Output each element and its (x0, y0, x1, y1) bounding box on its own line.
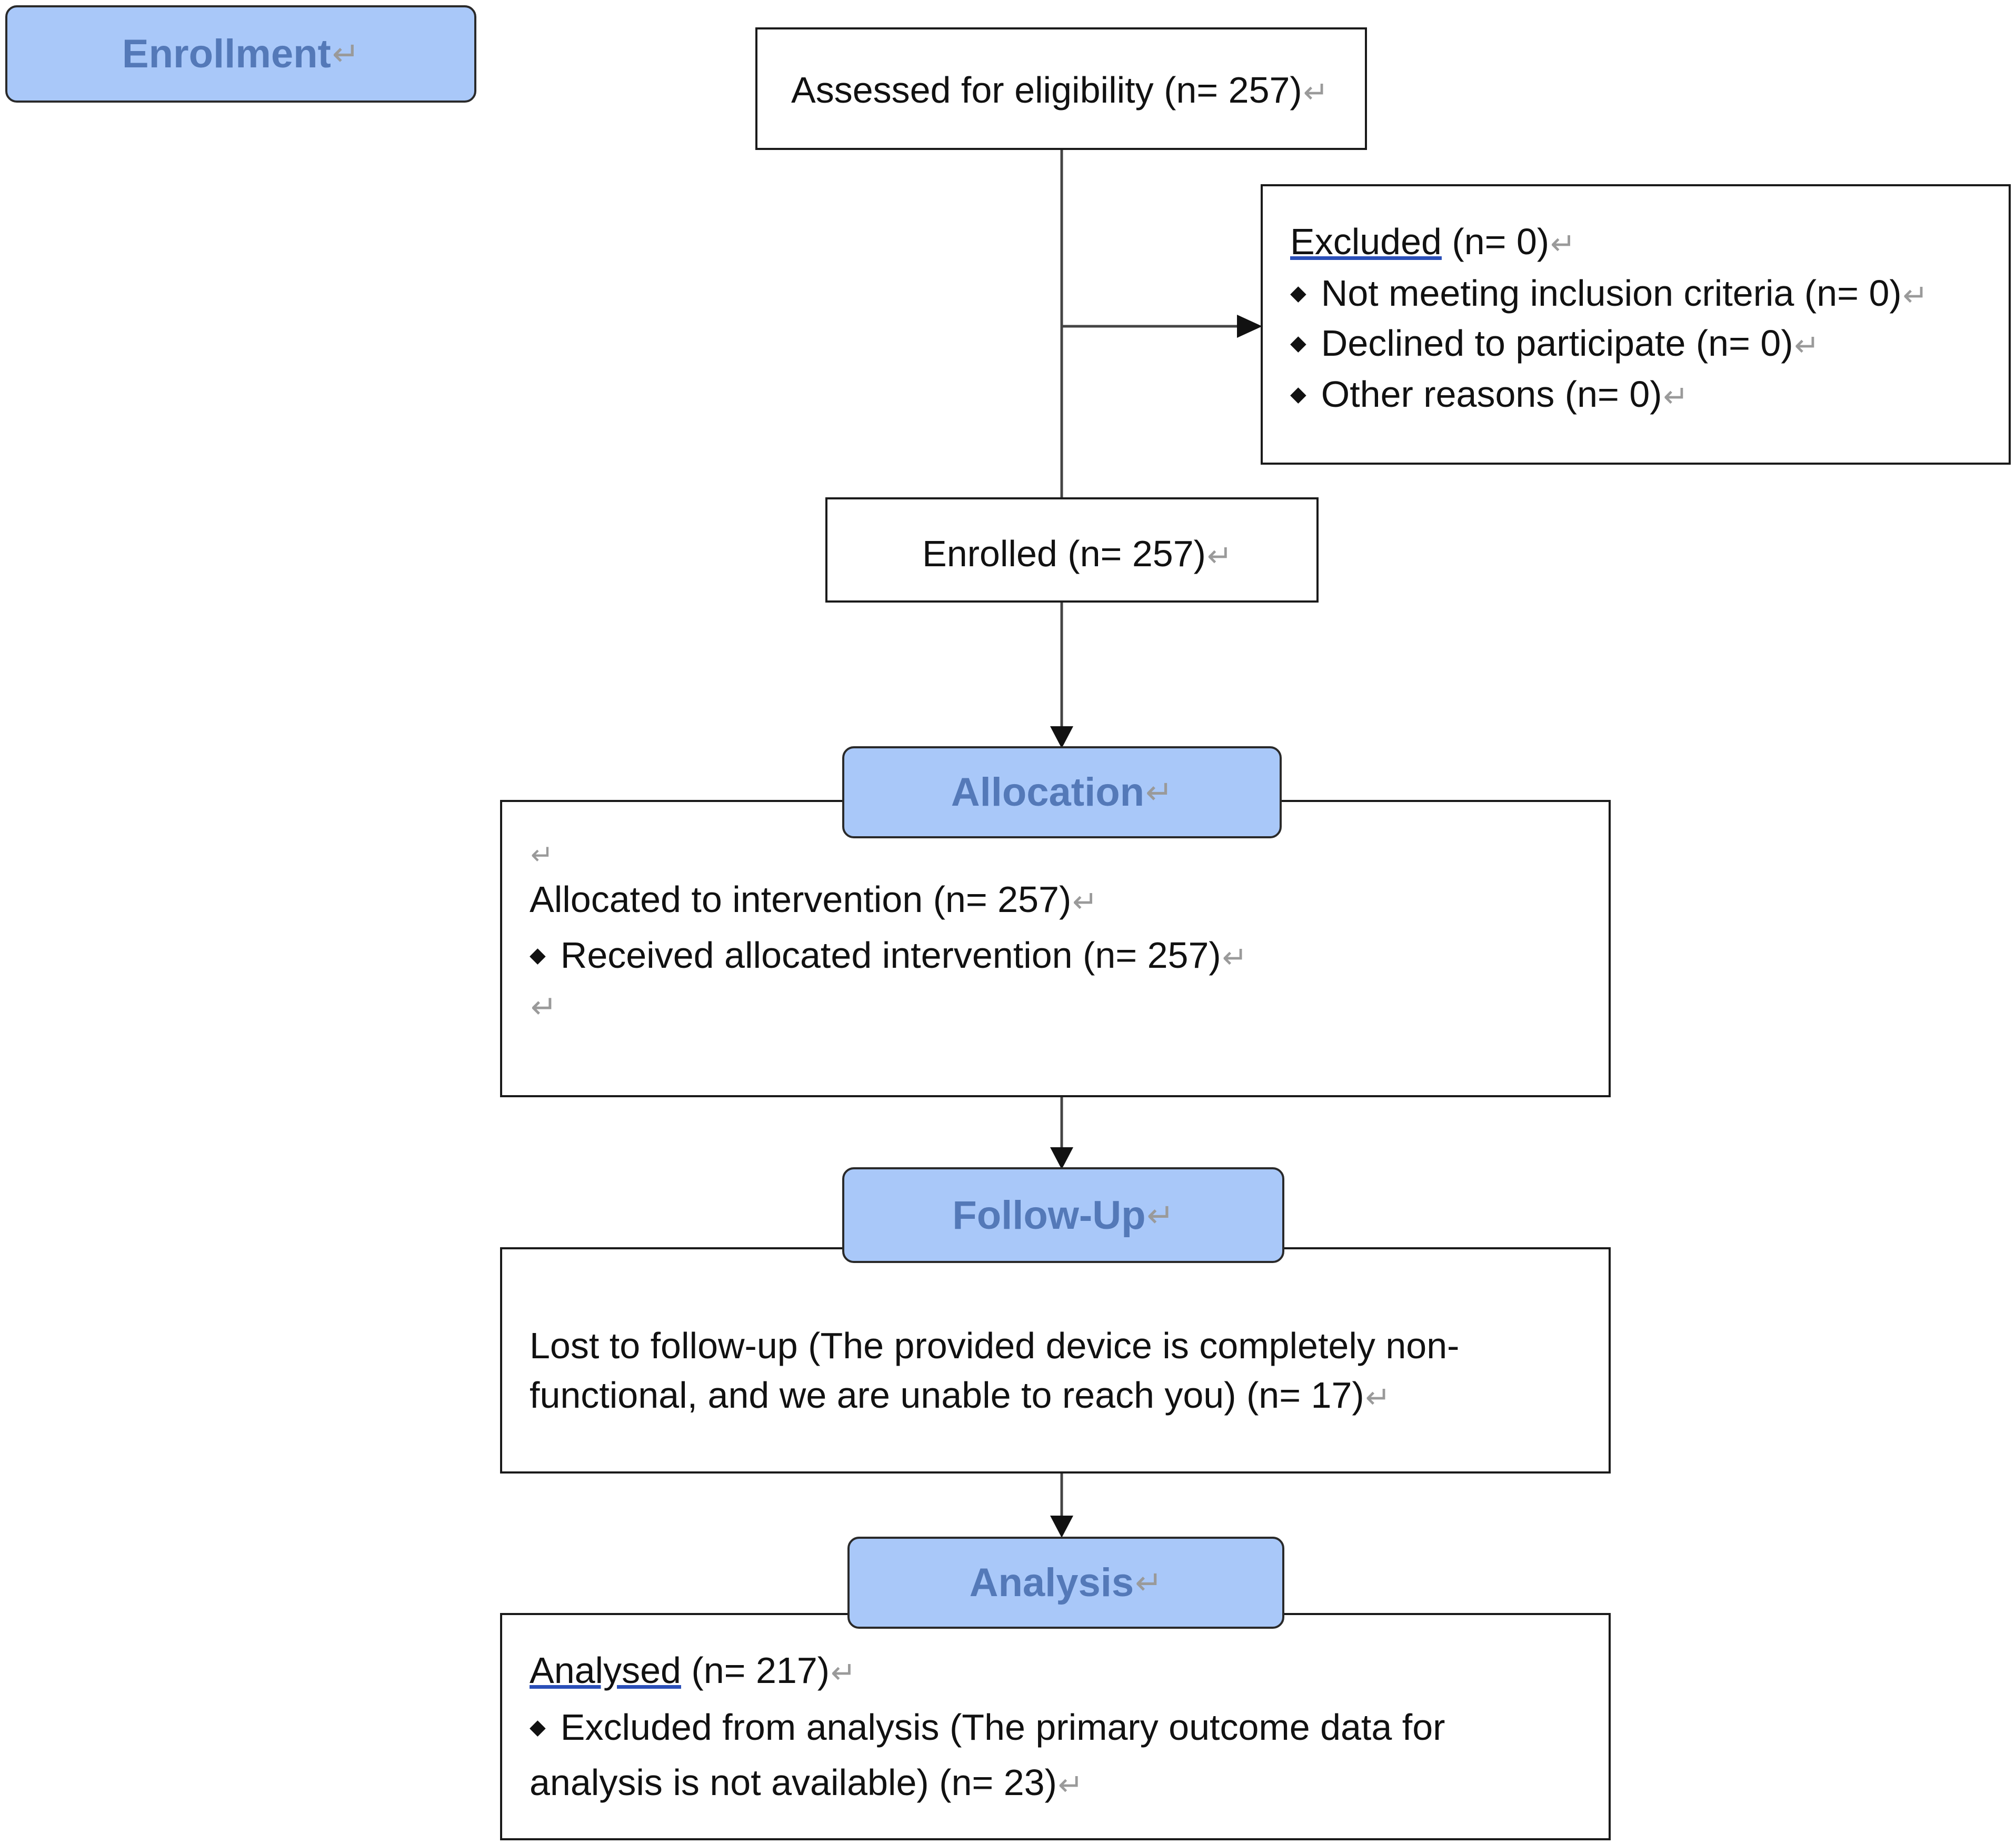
excluded-item-declined: ◆Declined to participate (n= 0)↵ (1290, 323, 1820, 364)
enrollment-stage-label: Enrollment↵ (5, 5, 476, 103)
allocation-to-followup-arrowhead (1050, 1147, 1073, 1169)
allocated-text: Allocated to intervention (n= 257)↵ (530, 879, 1098, 920)
assessed-box: Assessed for eligibility (n= 257)↵ (755, 27, 1367, 150)
excluded-item-inclusion: ◆Not meeting inclusion criteria (n= 0)↵ (1290, 273, 1928, 314)
assessed-text: Assessed for eligibility (n= 257)↵ (791, 69, 1329, 111)
lost-to-follow-up-line2: functional, and we are unable to reach y… (530, 1375, 1391, 1416)
follow-up-stage-label: Follow-Up↵ (842, 1167, 1284, 1263)
follow-up-label: Follow-Up (952, 1192, 1146, 1238)
analysed-heading: Analysed (n= 217)↵ (530, 1650, 856, 1691)
analysis-stage-label: Analysis↵ (847, 1537, 1284, 1629)
pilcrow-mark: ↵ (531, 989, 557, 1025)
excluded-from-analysis-line2: analysis is not available) (n= 23)↵ (530, 1762, 1084, 1803)
lost-to-follow-up-line1: Lost to follow-up (The provided device i… (530, 1325, 1460, 1366)
follow-up-box: Lost to follow-up (The provided device i… (500, 1247, 1611, 1474)
followup-to-analysis-arrowhead (1050, 1516, 1073, 1538)
analysis-label: Analysis (969, 1560, 1134, 1605)
enrolled-text: Enrolled (n= 257)↵ (922, 533, 1233, 574)
allocation-label: Allocation (951, 770, 1145, 815)
excluded-box: Excluded (n= 0)↵ ◆Not meeting inclusion … (1261, 184, 2011, 465)
pilcrow-mark: ↵ (531, 840, 554, 870)
pilcrow-mark: ↵ (332, 36, 360, 73)
allocation-stage-label: Allocation↵ (842, 746, 1282, 838)
enrolled-to-allocation-arrowhead (1050, 726, 1073, 748)
excluded-from-analysis-line1: ◆Excluded from analysis (The primary out… (530, 1707, 1445, 1748)
enrolled-box: Enrolled (n= 257)↵ (825, 497, 1319, 603)
excluded-item-other: ◆Other reasons (n= 0)↵ (1290, 374, 1689, 415)
analysis-box: Analysed (n= 217)↵ ◆Excluded from analys… (500, 1613, 1611, 1840)
allocation-box: ↵ Allocated to intervention (n= 257)↵ ◆R… (500, 800, 1611, 1097)
enrollment-label: Enrollment (122, 32, 331, 76)
excluded-heading: Excluded (n= 0)↵ (1290, 221, 1576, 262)
to-excluded-arrowhead (1237, 315, 1262, 338)
received-text: ◆Received allocated intervention (n= 257… (530, 935, 1247, 976)
